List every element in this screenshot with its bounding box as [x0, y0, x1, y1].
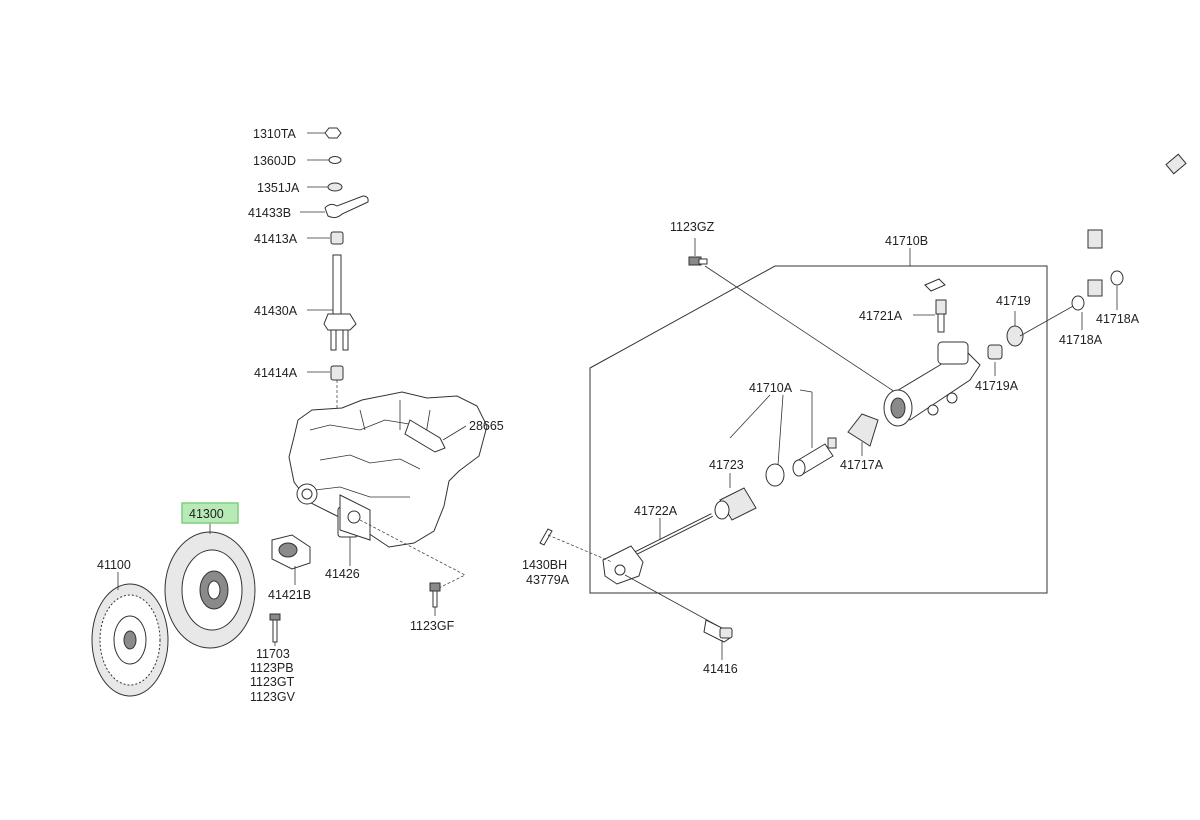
label-41718a-left[interactable]: 41718A [1059, 333, 1103, 347]
bushing-41414a [330, 365, 344, 381]
label-1123gt[interactable]: 1123GT [250, 675, 295, 689]
label-41100[interactable]: 41100 [97, 558, 131, 572]
nut-1310ta [324, 127, 342, 139]
label-41719a[interactable]: 41719A [975, 379, 1019, 393]
seal-ring [765, 463, 785, 487]
bolt-1123gf [429, 582, 441, 608]
label-1310ta[interactable]: 1310TA [253, 127, 297, 141]
label-41414a[interactable]: 41414A [254, 366, 298, 380]
label-41430a[interactable]: 41430A [254, 304, 298, 318]
bracket-28665 [404, 419, 446, 453]
label-1123gf[interactable]: 1123GF [410, 619, 455, 633]
label-1360jd[interactable]: 1360JD [253, 154, 296, 168]
label-41723[interactable]: 41723 [709, 458, 744, 472]
hydraulic-pipe [1087, 153, 1187, 297]
shift-shaft-41430a [323, 254, 357, 351]
label-41718a-right[interactable]: 41718A [1096, 312, 1140, 326]
clutch-cover-41300 [164, 523, 256, 649]
part-labels: 1310TA 1360JD 1351JA 41433B 41413A 41430… [97, 127, 1140, 704]
washer-1351ja [327, 182, 343, 192]
label-41710a[interactable]: 41710A [749, 381, 793, 395]
highlight-box-41300[interactable] [181, 502, 239, 524]
label-11703[interactable]: 11703 [256, 647, 290, 661]
label-28665[interactable]: 28665 [469, 419, 504, 433]
lever-41433b [324, 195, 369, 219]
label-43779a[interactable]: 43779A [526, 573, 570, 587]
label-41413a[interactable]: 41413A [254, 232, 298, 246]
spring-41719a [987, 344, 1003, 360]
label-1351ja[interactable]: 1351JA [257, 181, 300, 195]
label-41719[interactable]: 41719 [996, 294, 1031, 308]
cylinder-body [883, 341, 981, 427]
cotter-pin-1430bh [539, 528, 553, 546]
label-41300[interactable]: 41300 [189, 507, 224, 521]
label-41421b[interactable]: 41421B [268, 588, 311, 602]
washer-1360jd [328, 156, 342, 164]
washer-41718a-2 [1110, 270, 1124, 286]
group-outline-41710b [589, 265, 1048, 594]
push-rod-41722a [602, 513, 713, 585]
pin-41416 [703, 619, 733, 643]
bleeder-41721a [924, 278, 947, 333]
label-1123pb[interactable]: 1123PB [250, 661, 294, 675]
label-41721a[interactable]: 41721A [859, 309, 903, 323]
release-bearing-41421b [271, 534, 311, 585]
washer-41718a-1 [1071, 295, 1085, 311]
cup-41723 [714, 487, 757, 521]
label-41722a[interactable]: 41722A [634, 504, 678, 518]
bolt-1123gz [688, 256, 708, 266]
transmission-housing [288, 391, 488, 616]
label-41717a[interactable]: 41717A [840, 458, 884, 472]
label-41433b[interactable]: 41433B [248, 206, 291, 220]
label-41710b[interactable]: 41710B [885, 234, 928, 248]
clutch-disc-41100 [91, 572, 169, 697]
label-1430bh[interactable]: 1430BH [522, 558, 567, 572]
label-41416[interactable]: 41416 [703, 662, 738, 676]
label-1123gv[interactable]: 1123GV [250, 690, 296, 704]
bushing-41413a [330, 231, 344, 245]
label-1123gz[interactable]: 1123GZ [670, 220, 715, 234]
release-cylinder-group [539, 153, 1187, 660]
boot-41717a [847, 413, 879, 447]
bolt-11703 [269, 613, 281, 646]
label-41426[interactable]: 41426 [325, 567, 360, 581]
piston-41710a [792, 437, 837, 477]
shift-shaft-assembly [300, 127, 369, 425]
